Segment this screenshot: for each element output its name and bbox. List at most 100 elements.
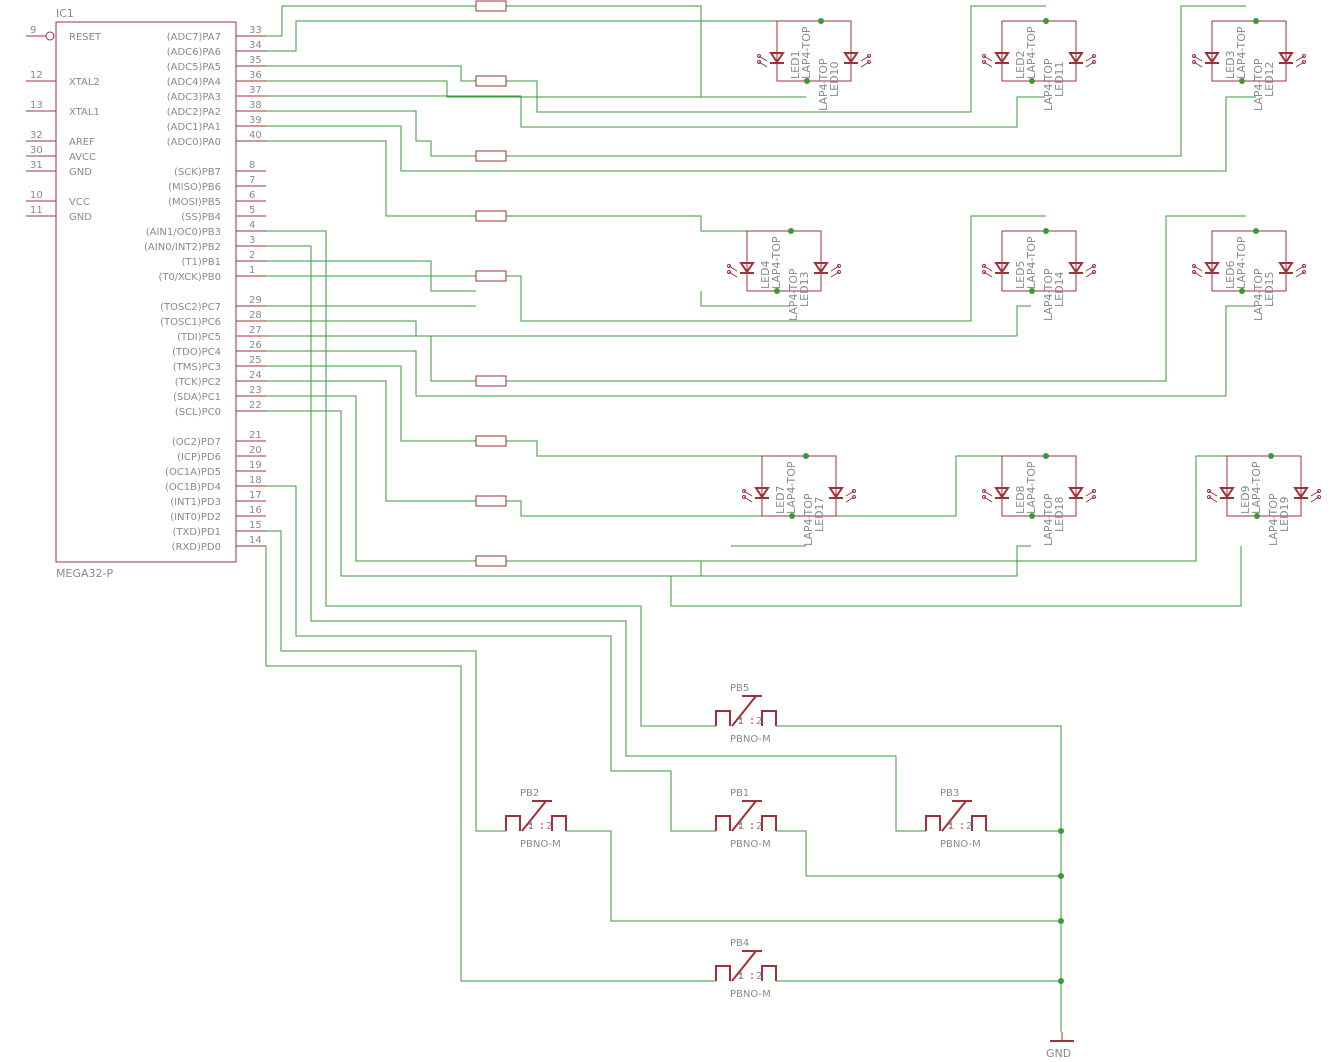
ic-pin-number: 21	[249, 430, 262, 441]
ic-pin-signal: (TXD)PD1	[172, 527, 221, 538]
ic-body	[55, 21, 237, 563]
ic-pin-number: 18	[249, 475, 262, 486]
led-package-label: LAP4-TOP	[1250, 461, 1263, 514]
ic-pin-number: 6	[249, 190, 255, 201]
ic-pin-number: 20	[249, 445, 262, 456]
button-pin2: 2	[756, 971, 762, 982]
led-label: LED17	[813, 496, 826, 532]
ic-pin-number: 39	[249, 115, 262, 126]
led-label: LED5	[1014, 260, 1027, 289]
ic-pin-number: 36	[249, 70, 262, 81]
resistor	[475, 495, 507, 507]
ic-pin-number: 5	[249, 205, 255, 216]
button-value: PBNO-M	[940, 839, 981, 850]
led-package-label: LAP4-TOP	[1042, 493, 1055, 546]
led-package-label: LAP4-TOP	[770, 236, 783, 289]
button-pin1: 1	[738, 716, 744, 727]
ic-pin-signal: (SS)PB4	[181, 212, 221, 223]
ic-pin-number: 9	[30, 25, 36, 36]
led-label: LED15	[1263, 271, 1276, 307]
ic-value: MEGA32-P	[56, 567, 113, 580]
button-value: PBNO-M	[730, 989, 771, 1000]
ic-pin-signal: (ADC4)PA4	[167, 77, 221, 88]
ic-pin-signal: (ADC3)PA3	[167, 92, 221, 103]
led-package-label: LAP4-TOP	[787, 268, 800, 321]
gnd-symbol: GND	[1046, 1032, 1074, 1060]
led-label: LED11	[1053, 61, 1066, 97]
ic-pin-number: 15	[249, 520, 262, 531]
led-label: LED6	[1224, 260, 1237, 289]
resistor	[475, 270, 507, 282]
ic-pin-signal: AVCC	[69, 152, 96, 163]
led-package-label: LAP4-TOP	[785, 461, 798, 514]
button-name: PB5	[730, 683, 749, 694]
junction	[1058, 978, 1064, 984]
ic-pin-signal: (T1)PB1	[181, 257, 221, 268]
junctions	[1058, 828, 1064, 984]
button-pin1: 1	[738, 971, 744, 982]
led-label: LED2	[1014, 50, 1027, 79]
led-label: LED8	[1014, 485, 1027, 514]
led-package-label: LAP4-TOP	[1042, 58, 1055, 111]
led-label: LED3	[1224, 50, 1237, 79]
ic-pin-number: 10	[30, 190, 43, 201]
button-name: PB1	[730, 788, 749, 799]
button-pin2: 2	[756, 716, 762, 727]
ic-pin-number: 25	[249, 355, 262, 366]
ic-pin-number: 26	[249, 340, 262, 351]
ic-pin-signal: (TCK)PC2	[175, 377, 221, 388]
ic-pin-signal: GND	[69, 167, 92, 178]
ic-pin-number: 13	[30, 100, 43, 111]
ic-pin-signal: (ADC5)PA5	[167, 62, 221, 73]
resistor	[475, 210, 507, 222]
led-package-label: LAP4-TOP	[1267, 493, 1280, 546]
ic-pin-number: 32	[30, 130, 43, 141]
gnd-label: GND	[1046, 1047, 1071, 1060]
ic-pin-signal: (T0/XCK)PB0	[158, 272, 221, 283]
ic-pin-number: 19	[249, 460, 262, 471]
ic-pin-number: 22	[249, 400, 262, 411]
button-value: PBNO-M	[730, 734, 771, 745]
led-label: LED9	[1239, 485, 1252, 514]
button-pin1: 1	[948, 821, 954, 832]
ic-pin-signal: (TDI)PC5	[177, 332, 221, 343]
ic-pin-signal: (INT0)PD2	[170, 512, 221, 523]
resistor	[475, 435, 507, 447]
led-label: LED14	[1053, 271, 1066, 307]
resistor	[475, 150, 507, 162]
button-pin2: 2	[756, 821, 762, 832]
ic-pin-number: 38	[249, 100, 262, 111]
led-label: LED1	[789, 50, 802, 79]
led-label: LED10	[828, 61, 841, 97]
ic-pin-number: 11	[30, 205, 43, 216]
ic-pin-number: 29	[249, 295, 262, 306]
ic-pin-signal: (SCK)PB7	[174, 167, 221, 178]
ic-pin-signal: (SCL)PC0	[175, 407, 221, 418]
ic-pin-signal: RESET	[69, 32, 102, 43]
ic-pin-signal: (AIN0/INT2)PB2	[144, 242, 221, 253]
button-pin2: 2	[966, 821, 972, 832]
ic-pin-signal: XTAL1	[69, 107, 100, 118]
ic-pin-signal: (ADC1)PA1	[167, 122, 221, 133]
resistor	[475, 555, 507, 567]
ic-pin-number: 40	[249, 130, 262, 141]
button-name: PB3	[940, 788, 959, 799]
led-package-label: LAP4-TOP	[1025, 26, 1038, 79]
ic-pin-number: 24	[249, 370, 262, 381]
led-package-label: LAP4-TOP	[817, 58, 830, 111]
junction	[1058, 918, 1064, 924]
led-package-label: LAP4-TOP	[1252, 58, 1265, 111]
button-pin1: 1	[738, 821, 744, 832]
ic-pin-signal: (ADC0)PA0	[167, 137, 221, 148]
